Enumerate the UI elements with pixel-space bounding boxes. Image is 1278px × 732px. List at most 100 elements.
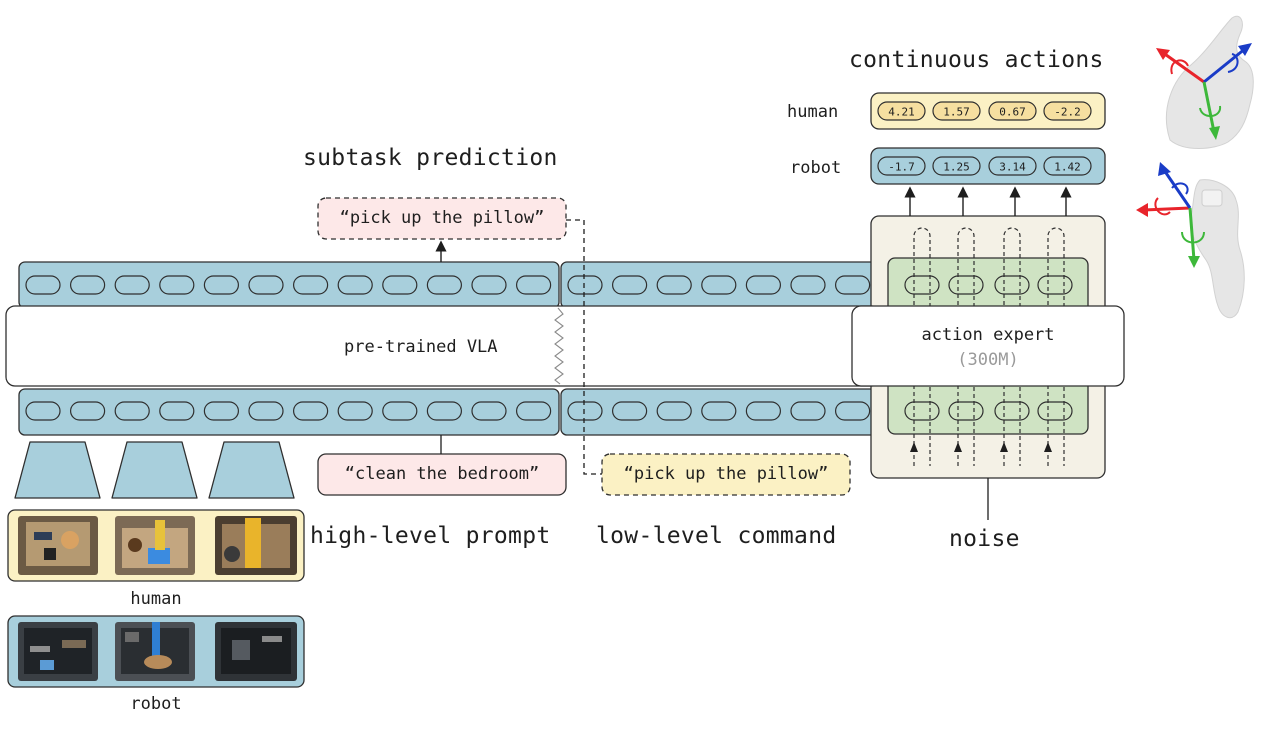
flow-arrow [1044, 442, 1052, 452]
token [69, 275, 106, 295]
command-text: “pick up the pillow” [623, 464, 829, 484]
token [25, 275, 61, 295]
human-axes-icon [1156, 43, 1252, 140]
token [114, 401, 150, 421]
subtask-box [317, 197, 567, 240]
human-action-value: 1.57 [943, 106, 970, 119]
flow-loop [1003, 227, 1021, 466]
vla-top-token-bar [18, 261, 879, 309]
robot-action-pill [932, 156, 981, 176]
robot-actions-label: robot [790, 158, 842, 178]
human-photo-3 [215, 516, 297, 575]
token [114, 275, 150, 295]
token [567, 401, 603, 421]
prompt-box [317, 453, 567, 496]
human-action-pill [877, 101, 926, 121]
expert-output-arrows [904, 186, 1072, 216]
noise-label: noise [949, 526, 1020, 552]
human-action-pill [1043, 101, 1092, 121]
robot-action-value: 3.14 [999, 161, 1026, 174]
token [159, 401, 195, 421]
low-level-command-label: low-level command [596, 523, 837, 549]
subtask-to-command-path [566, 219, 602, 475]
flow-arrow [954, 442, 962, 452]
token [656, 275, 692, 295]
robot-actions-row [870, 147, 1106, 185]
robot-action-pill [877, 156, 926, 176]
token [382, 401, 418, 421]
token [790, 275, 826, 295]
token [656, 401, 692, 421]
human-actions-label: human [787, 102, 839, 122]
token [426, 275, 462, 295]
image-encoders [14, 441, 295, 499]
token [834, 401, 871, 421]
token [515, 275, 552, 295]
flow-arrow [910, 442, 918, 452]
vla-bottom-token-bar [18, 388, 879, 436]
expert-token [1037, 401, 1073, 421]
robot-images-label: robot [130, 694, 182, 714]
human-action-pill [988, 101, 1037, 121]
token [745, 275, 782, 295]
robot-action-value: 1.25 [943, 161, 970, 174]
human-action-value: -2.2 [1054, 106, 1081, 119]
prompt-text: “clean the bedroom” [344, 464, 540, 484]
action-expert-size: (300M) [957, 350, 1019, 370]
token [337, 275, 373, 295]
human-action-value: 4.21 [888, 106, 915, 119]
token [471, 275, 507, 295]
expert-token [948, 275, 984, 295]
command-box [601, 453, 851, 496]
flow-loop [1047, 227, 1065, 466]
token [611, 275, 648, 295]
token [203, 401, 239, 421]
pretrained-vla-label: pre-trained VLA [344, 337, 498, 357]
expert-token [904, 401, 940, 421]
robot-action-pill [1043, 156, 1092, 176]
human-action-value: 0.67 [999, 106, 1026, 119]
token [25, 401, 61, 421]
high-level-prompt-label: high-level prompt [310, 523, 551, 549]
flow-loop [913, 227, 931, 466]
robot-axes-icon [1136, 162, 1205, 268]
split-squiggle [554, 307, 564, 385]
subtask-prediction-title: subtask prediction [303, 145, 558, 171]
token [834, 275, 871, 295]
action-expert-label: action expert [921, 325, 1055, 345]
flow-loop [957, 227, 975, 466]
token [701, 275, 737, 295]
robot-action-pill [988, 156, 1037, 176]
token [515, 401, 552, 421]
token [471, 401, 507, 421]
human-photo-2 [115, 516, 195, 575]
action-expert-body [851, 305, 1125, 387]
expert-token [1037, 275, 1073, 295]
token [701, 401, 737, 421]
robot-gripper-illustration [1190, 179, 1245, 319]
flow-arrow [1000, 442, 1008, 452]
token [382, 275, 418, 295]
robot-action-value: -1.7 [888, 161, 915, 174]
token [248, 275, 284, 295]
token [337, 401, 373, 421]
continuous-actions-title: continuous actions [849, 47, 1104, 73]
expert-token [994, 401, 1030, 421]
robot-photo-1 [18, 622, 98, 681]
token [248, 401, 284, 421]
token [293, 401, 329, 421]
expert-token [994, 275, 1030, 295]
token [790, 401, 826, 421]
token [293, 275, 329, 295]
token [159, 275, 195, 295]
human-action-pill [932, 101, 981, 121]
expert-token [948, 401, 984, 421]
token [745, 401, 782, 421]
human-actions-row [870, 92, 1106, 130]
token [567, 275, 603, 295]
robot-photo-2 [115, 622, 195, 681]
token [203, 275, 239, 295]
human-images-label: human [130, 589, 182, 609]
